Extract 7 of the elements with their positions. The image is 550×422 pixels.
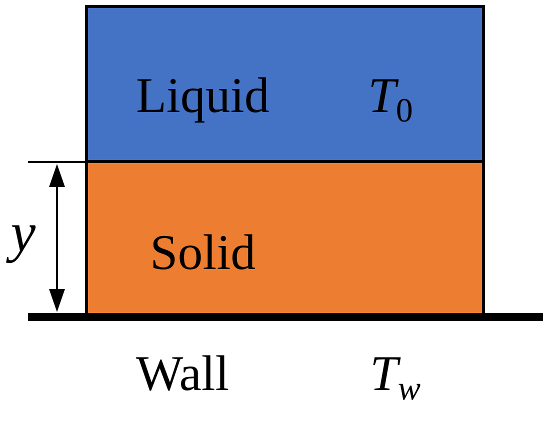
wall-label: Wall	[135, 344, 230, 403]
temperature-label: T$_{0}$	[367, 66, 414, 126]
layer-label: Solid	[149, 223, 257, 282]
layer-label: Liquid	[135, 66, 270, 125]
dimension-label: y	[4, 198, 42, 268]
temperature-label: T$_{w}$	[369, 344, 422, 404]
liquid-layer	[85, 5, 485, 163]
